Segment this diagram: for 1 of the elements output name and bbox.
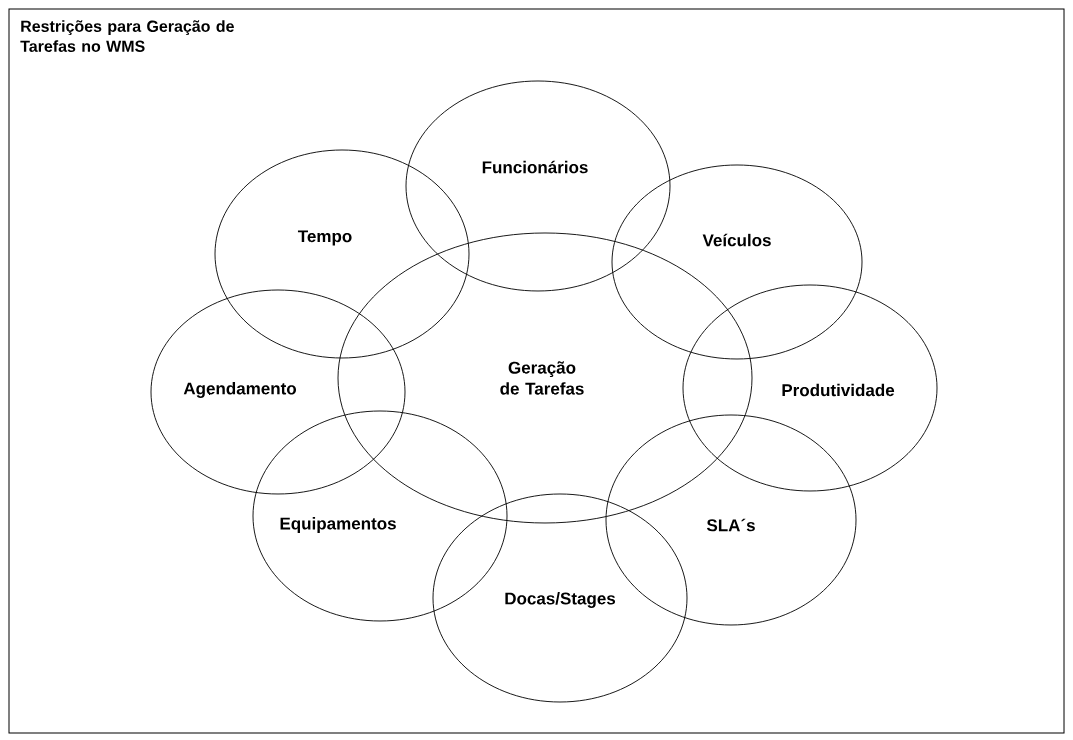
title: Restrições para Geração de Tarefas no WMS <box>20 20 234 52</box>
